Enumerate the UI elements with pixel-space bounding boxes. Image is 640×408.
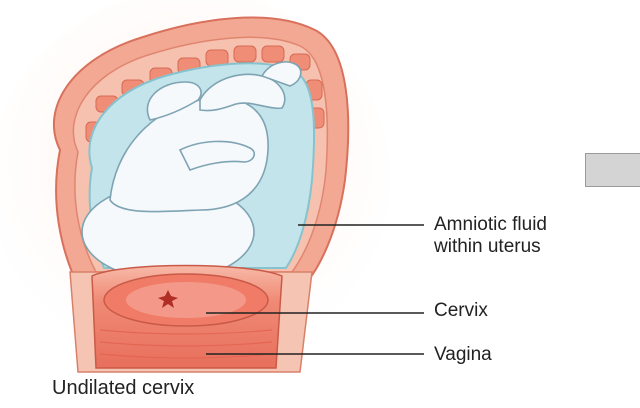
caption-undilated-cervix: Undilated cervix [52,377,194,399]
label-amniotic-fluid-line2: within uterus [434,236,541,258]
partial-gray-box [585,153,640,187]
label-cervix: Cervix [434,300,488,322]
label-amniotic-fluid-line1: Amniotic fluid [434,214,547,236]
label-vagina: Vagina [434,344,492,366]
